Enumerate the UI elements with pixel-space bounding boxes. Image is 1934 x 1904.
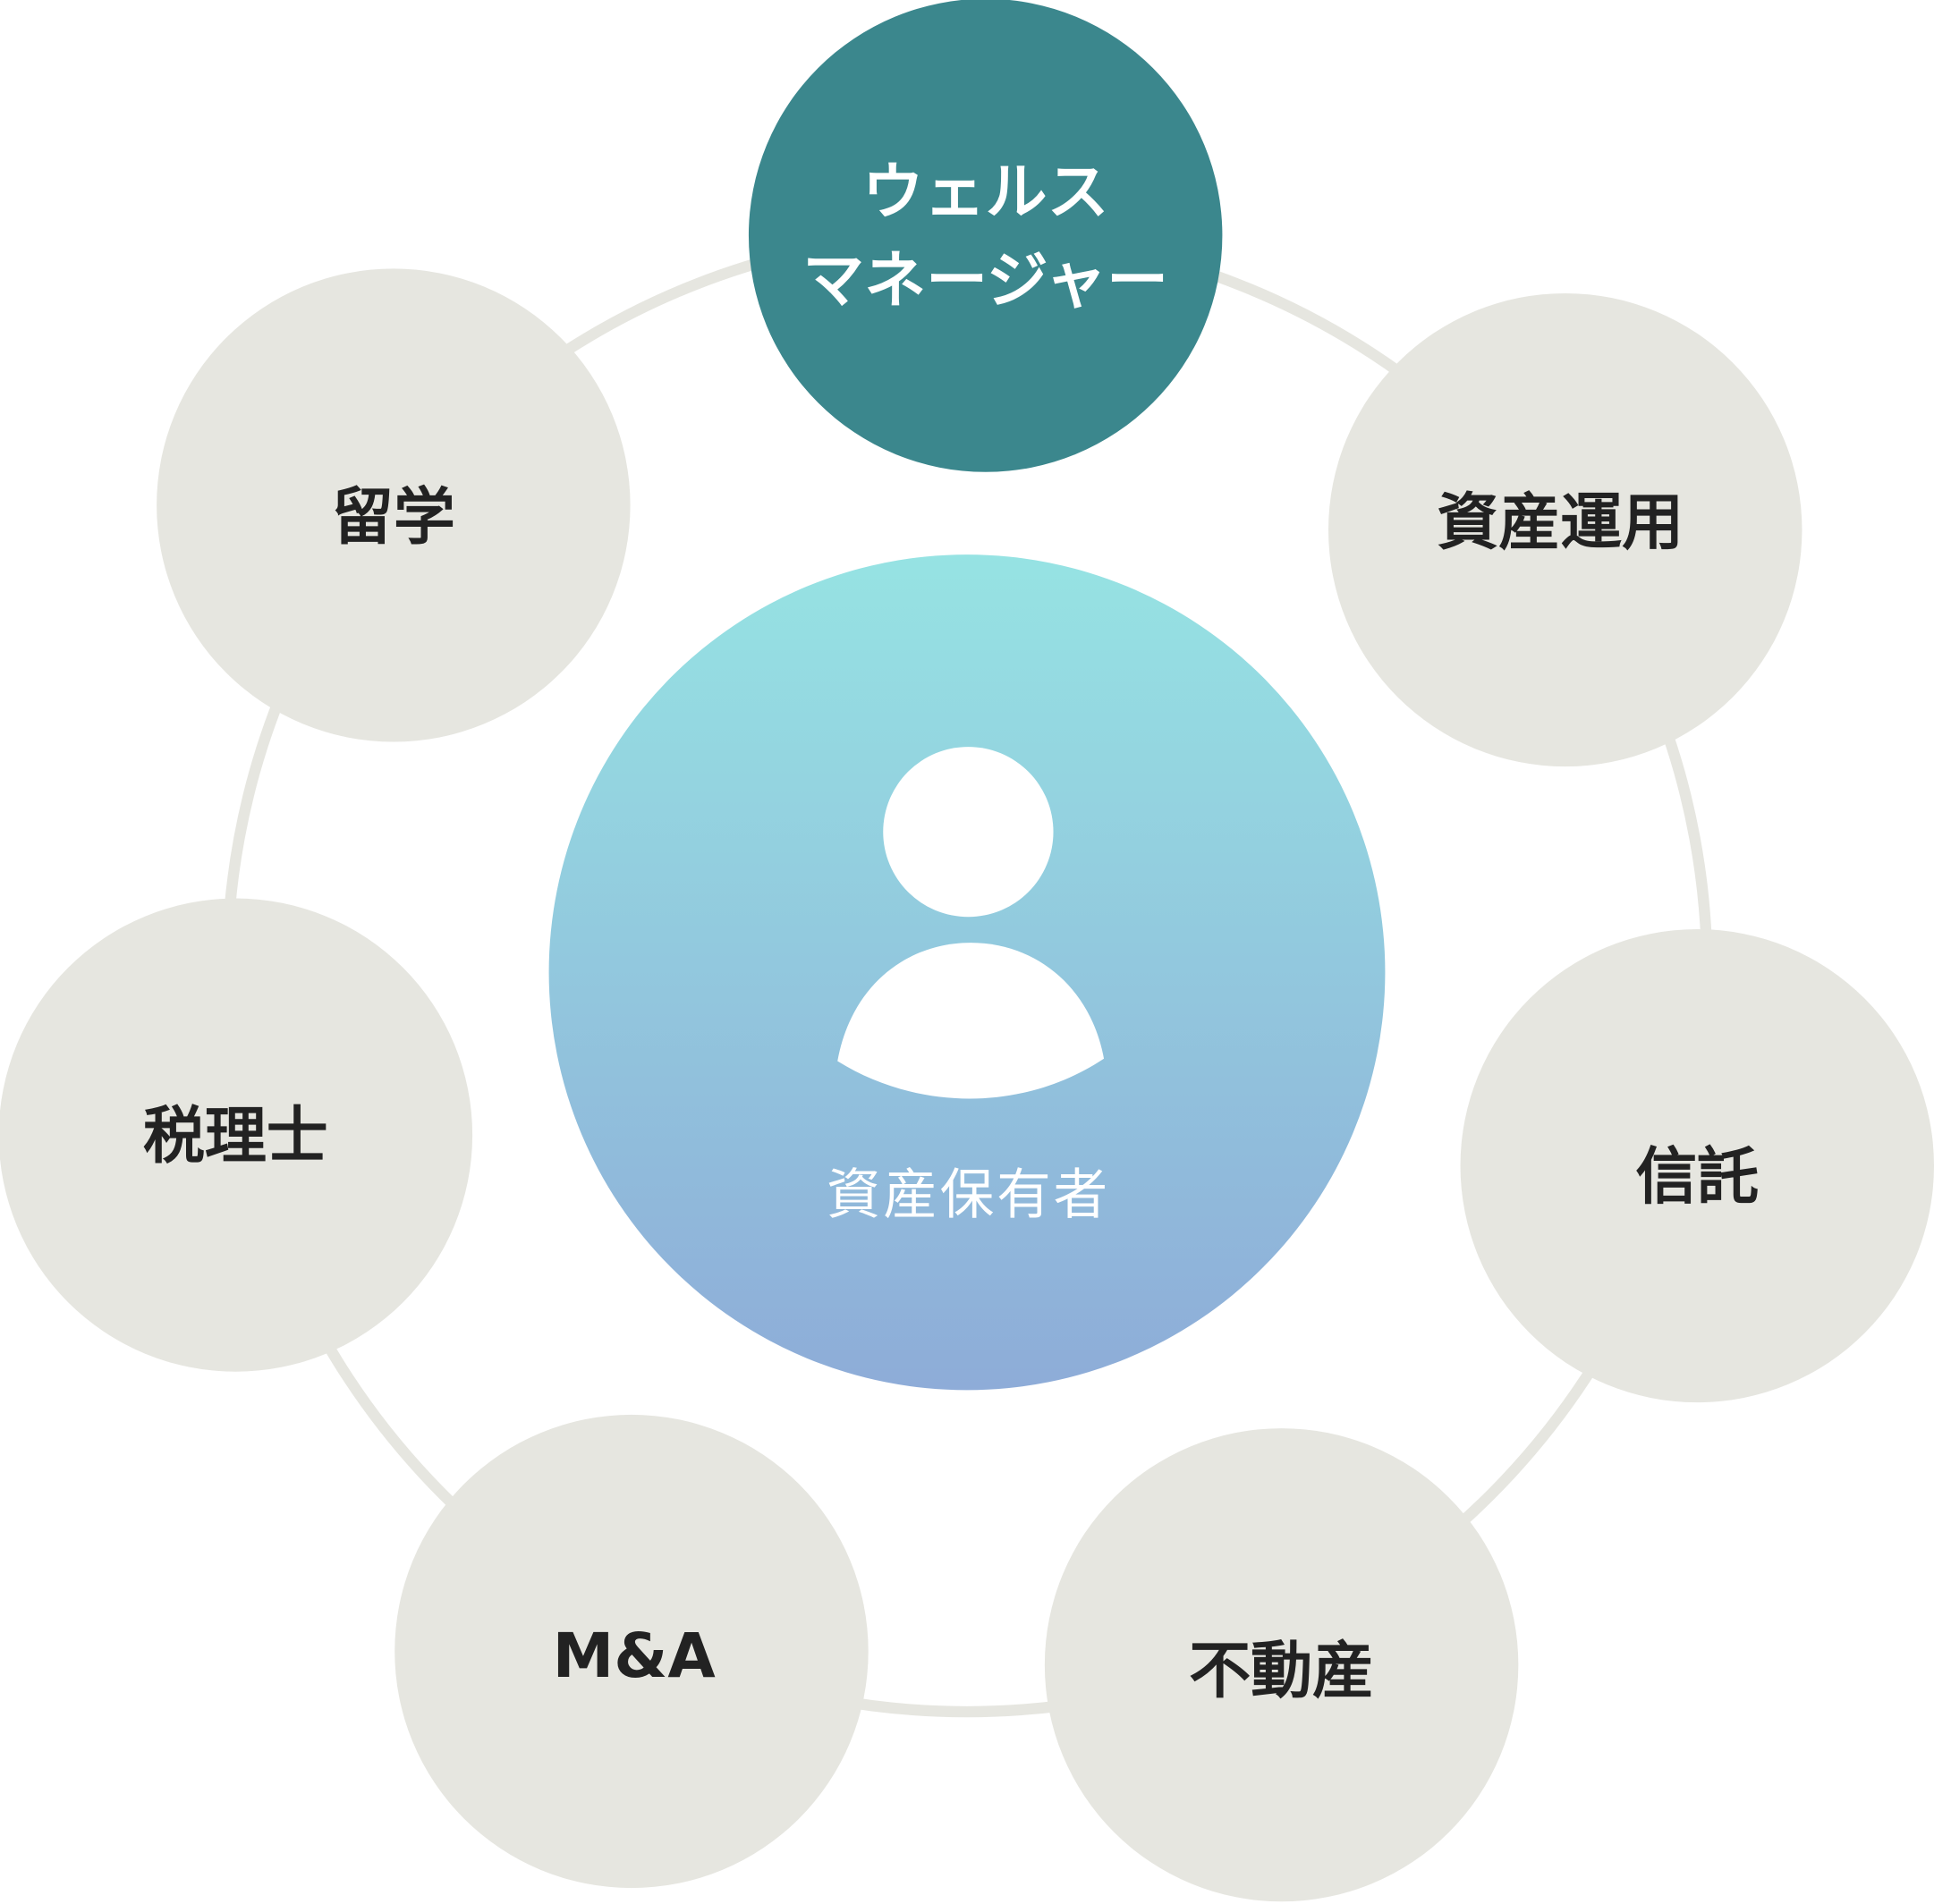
node-m-and-a: M&A	[394, 1414, 869, 1889]
center-node: 資産保有者	[548, 554, 1386, 1391]
node-label: 留学	[332, 482, 455, 554]
node-real-estate: 不動産	[1044, 1428, 1519, 1902]
hub-node-wealth-manager: ウェルス マネージャー	[749, 0, 1223, 472]
node-label: 税理士	[143, 1101, 328, 1172]
node-label: 信託	[1635, 1141, 1759, 1213]
node-label: 不動産	[1189, 1636, 1374, 1707]
hub-label-line1: ウェルス	[862, 157, 1109, 228]
node-asset-management: 資産運用	[1328, 292, 1803, 767]
node-tax-accountant: 税理士	[0, 898, 473, 1372]
node-study-abroad: 留学	[157, 268, 631, 742]
hub-label-line2: マネージャー	[802, 245, 1168, 317]
node-label: M&A	[553, 1621, 716, 1692]
center-label: 資産保有者	[827, 1164, 1110, 1227]
node-trust: 信託	[1460, 929, 1934, 1403]
person-icon	[837, 747, 1105, 1099]
node-label: 資産運用	[1437, 487, 1684, 558]
